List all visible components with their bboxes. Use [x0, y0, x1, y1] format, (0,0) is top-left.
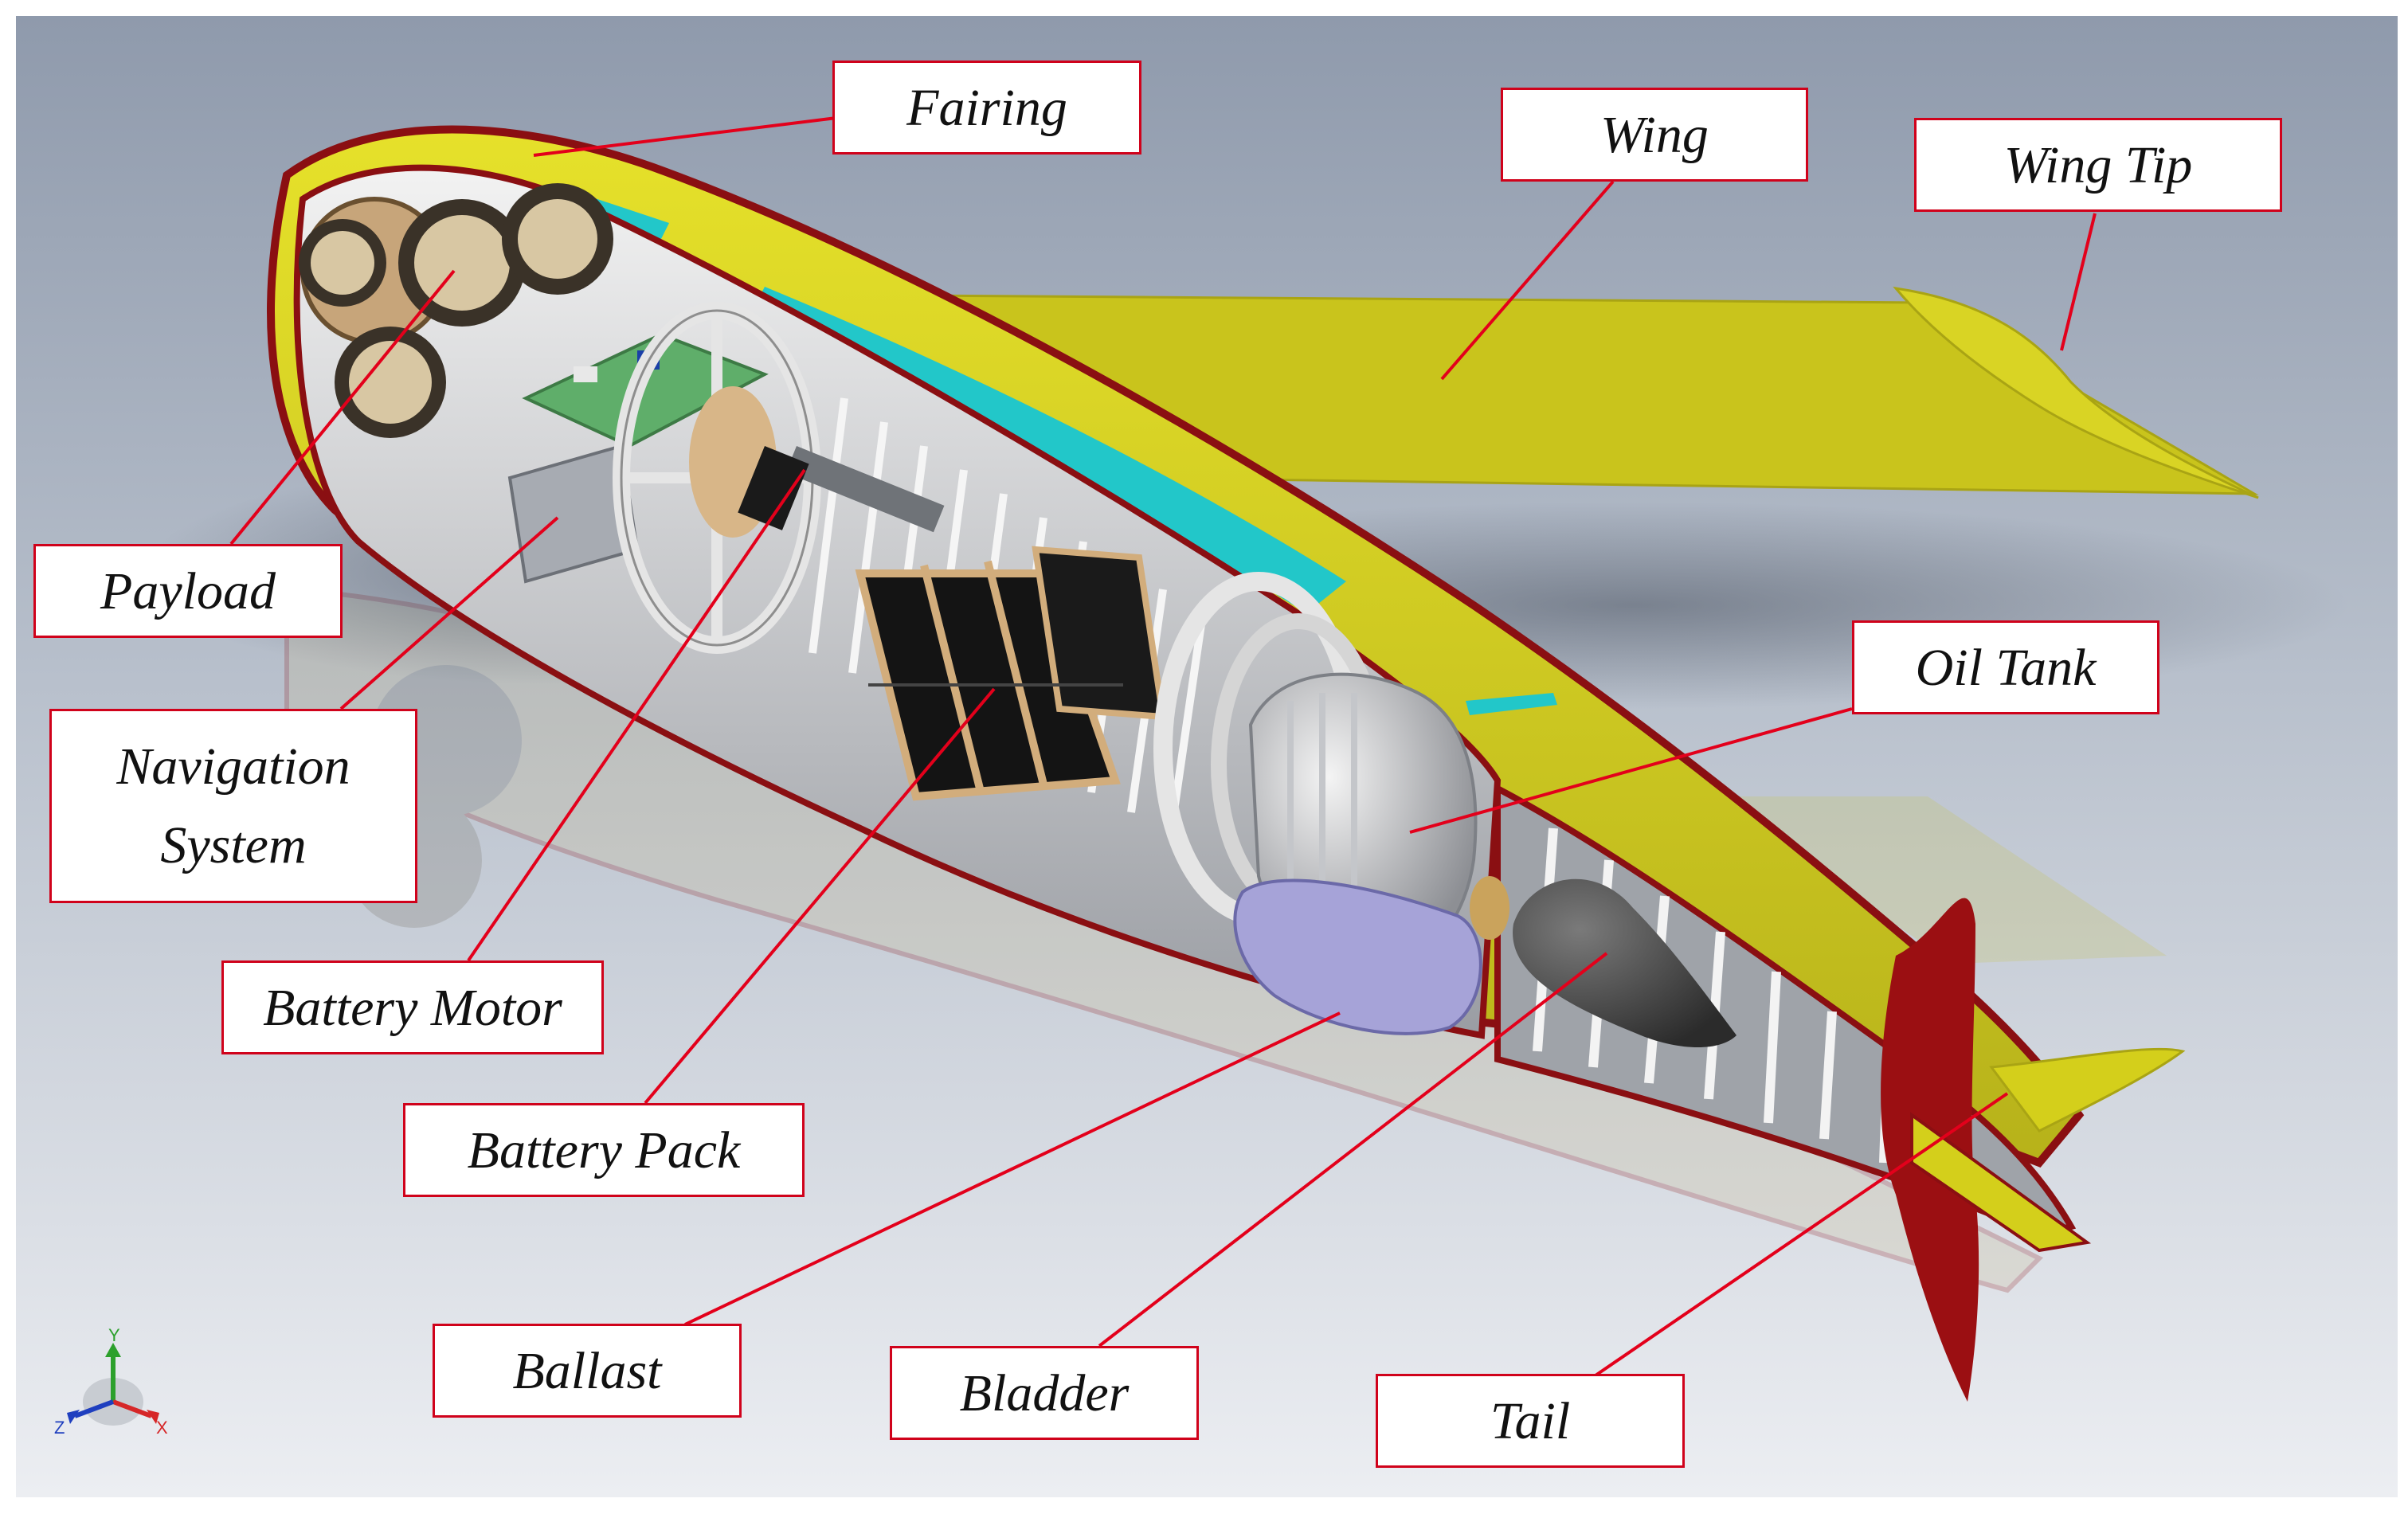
label-fairing: Fairing: [832, 61, 1141, 155]
oil-tank-ribs: [1287, 693, 1357, 916]
label-oil-tank: Oil Tank: [1852, 620, 2159, 714]
label-battery-motor: Battery Motor: [221, 960, 604, 1054]
battery-pack-shape: [855, 546, 1167, 801]
leader-navigation: [339, 516, 559, 710]
leader-lines: [229, 116, 2097, 1377]
tail-wing: [1989, 1047, 2186, 1133]
leader-tail: [1594, 1092, 2009, 1377]
label-wing: Wing: [1501, 88, 1808, 182]
leader-battery-motor: [467, 468, 806, 962]
leader-battery-pack: [644, 687, 996, 1105]
cyan-band-rear: [1466, 693, 1557, 715]
leader-wing-tip: [2060, 213, 2097, 351]
axis-triad: Y X Z: [54, 1325, 168, 1438]
hull-rear-tip: [1910, 1112, 2092, 1253]
axis-x-label: X: [156, 1418, 168, 1438]
label-navigation-system: Navigation System: [49, 709, 417, 903]
label-tail: Tail: [1376, 1374, 1685, 1468]
axis-z-label: Z: [54, 1418, 65, 1438]
label-ballast: Ballast: [433, 1324, 742, 1418]
leader-fairing: [533, 116, 837, 157]
navigation-module: [507, 332, 769, 584]
wing-tip-shape: [1893, 286, 2259, 499]
leader-bladder: [1098, 952, 1608, 1348]
motor-shaft: [785, 446, 945, 533]
ballast-connector: [1470, 876, 1509, 940]
ballast-shape: [1513, 878, 1737, 1047]
label-bladder: Bladder: [890, 1346, 1199, 1440]
bladder-shape: [1233, 878, 1482, 1035]
label-wing-tip: Wing Tip: [1914, 118, 2282, 212]
axis-y-label: Y: [108, 1325, 120, 1345]
label-payload: Payload: [33, 544, 343, 638]
payload-module: [299, 183, 613, 438]
battery-motor-shape: [738, 446, 809, 530]
leader-payload: [229, 269, 456, 546]
leader-oil-tank: [1409, 707, 1853, 834]
leader-wing: [1440, 180, 1615, 381]
label-battery-pack: Battery Pack: [403, 1103, 805, 1197]
leader-ballast: [684, 1011, 1341, 1326]
